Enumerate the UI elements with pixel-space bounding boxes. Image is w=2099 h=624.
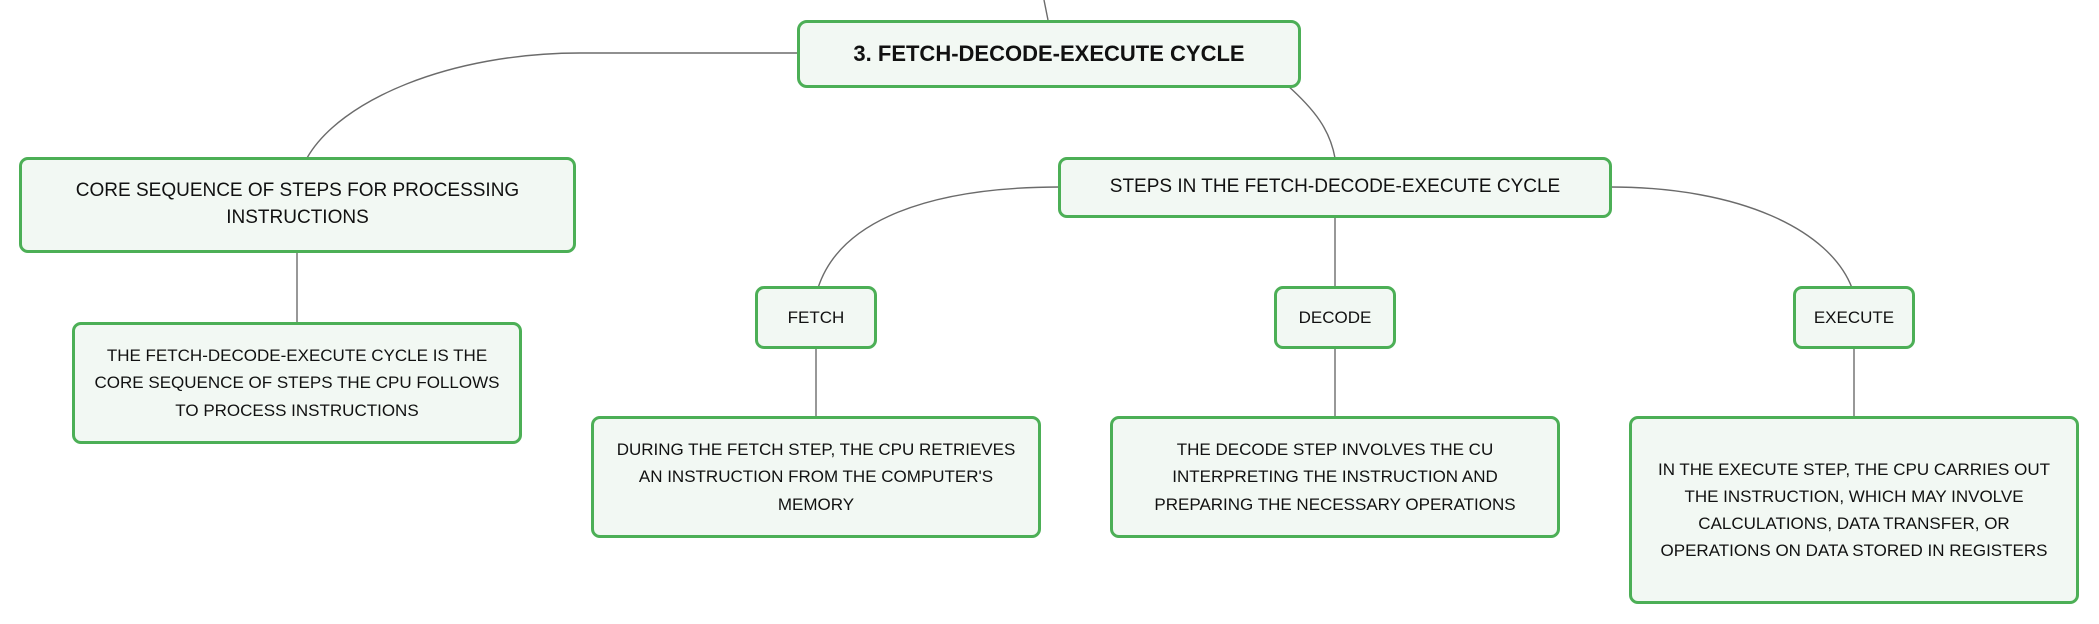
root-node-label: 3. FETCH-DECODE-EXECUTE CYCLE xyxy=(853,40,1245,66)
decode-node-label: DECODE xyxy=(1298,307,1372,327)
connector-steps-to-execute xyxy=(1609,186,1853,289)
decode-node[interactable]: DECODE xyxy=(1274,286,1396,349)
core-description-text: THE FETCH-DECODE-EXECUTE CYCLE IS THE CO… xyxy=(94,346,500,420)
steps-node-label: STEPS IN THE FETCH-DECODE-EXECUTE CYCLE xyxy=(1109,176,1561,198)
core-sequence-node[interactable]: CORE SEQUENCE OF STEPS FOR PROCESSING IN… xyxy=(19,157,576,253)
connector-root-to-core xyxy=(306,52,800,159)
execute-description-node[interactable]: IN THE EXECUTE STEP, THE CPU CARRIES OUT… xyxy=(1629,416,2079,604)
fetch-node[interactable]: FETCH xyxy=(755,286,877,349)
connector-root-to-steps xyxy=(1286,84,1336,159)
execute-node[interactable]: EXECUTE xyxy=(1793,286,1915,349)
core-description-node[interactable]: THE FETCH-DECODE-EXECUTE CYCLE IS THE CO… xyxy=(72,322,522,444)
root-node[interactable]: 3. FETCH-DECODE-EXECUTE CYCLE xyxy=(797,20,1301,88)
fetch-description-text: DURING THE FETCH STEP, THE CPU RETRIEVES… xyxy=(616,440,1016,514)
fetch-description-node[interactable]: DURING THE FETCH STEP, THE CPU RETRIEVES… xyxy=(591,416,1041,538)
steps-node[interactable]: STEPS IN THE FETCH-DECODE-EXECUTE CYCLE xyxy=(1058,157,1612,218)
execute-description-text: IN THE EXECUTE STEP, THE CPU CARRIES OUT… xyxy=(1657,459,2051,561)
decode-description-text: THE DECODE STEP INVOLVES THE CU INTERPRE… xyxy=(1154,440,1516,514)
decode-description-node[interactable]: THE DECODE STEP INVOLVES THE CU INTERPRE… xyxy=(1110,416,1560,538)
connector-steps-to-fetch xyxy=(817,186,1061,289)
connector-parent-to-root xyxy=(1043,0,1049,21)
core-sequence-node-label: CORE SEQUENCE OF STEPS FOR PROCESSING IN… xyxy=(75,180,520,228)
execute-node-label: EXECUTE xyxy=(1813,307,1895,327)
fetch-node-label: FETCH xyxy=(787,307,845,327)
